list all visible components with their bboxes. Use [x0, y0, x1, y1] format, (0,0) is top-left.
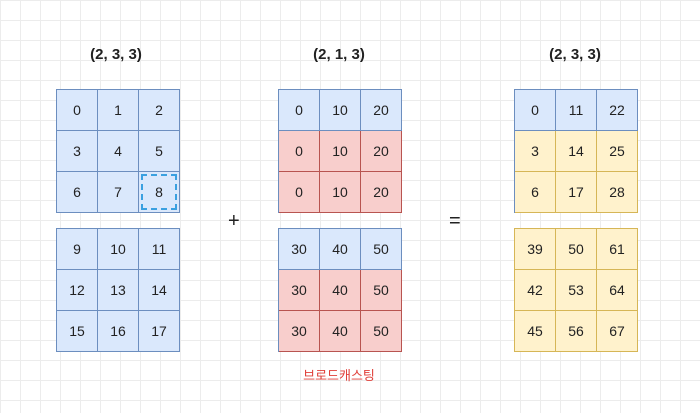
array-cell: 39 — [515, 229, 556, 270]
array-cell: 40 — [320, 229, 361, 270]
array-cell: 7 — [98, 172, 139, 213]
array-cell: 15 — [57, 311, 98, 352]
array-cell: 20 — [361, 90, 402, 131]
array-cell: 42 — [515, 270, 556, 311]
array-cell: 6 — [515, 172, 556, 213]
array-cell: 50 — [361, 229, 402, 270]
array-cell: 56 — [556, 311, 597, 352]
array-cell: 0 — [515, 90, 556, 131]
broadcast-label: 브로드캐스팅 — [303, 368, 375, 383]
array-cell: 16 — [98, 311, 139, 352]
array-cell: 12 — [57, 270, 98, 311]
array-cell: 9 — [57, 229, 98, 270]
array-cell: 30 — [279, 311, 320, 352]
array-cell: 6 — [57, 172, 98, 213]
array-cell: 53 — [556, 270, 597, 311]
array-cell: 0 — [279, 90, 320, 131]
array-cell: 30 — [279, 270, 320, 311]
array-cell: 0 — [57, 90, 98, 131]
selected-array-cell: 8 — [139, 172, 180, 213]
array-cell: 17 — [556, 172, 597, 213]
array-cell: 25 — [597, 131, 638, 172]
array-cell: 50 — [556, 229, 597, 270]
array-cell: 10 — [98, 229, 139, 270]
equals-operator: = — [449, 210, 461, 232]
array-cell: 5 — [139, 131, 180, 172]
array-cell: 14 — [556, 131, 597, 172]
array-cell: 45 — [515, 311, 556, 352]
array-cell: 20 — [361, 172, 402, 213]
array-cell: 67 — [597, 311, 638, 352]
array-cell: 17 — [139, 311, 180, 352]
array-cell: 64 — [597, 270, 638, 311]
array-cell: 13 — [98, 270, 139, 311]
array-cell: 10 — [320, 131, 361, 172]
array-cell: 2 — [139, 90, 180, 131]
array-cell: 30 — [279, 229, 320, 270]
array-cell: 50 — [361, 270, 402, 311]
array-cell: 10 — [320, 90, 361, 131]
array-cell: 1 — [98, 90, 139, 131]
array-cell: 50 — [361, 311, 402, 352]
array-cell: 40 — [320, 270, 361, 311]
left-shape-label: (2, 3, 3) — [90, 46, 142, 63]
array-cell: 11 — [556, 90, 597, 131]
array-cell: 14 — [139, 270, 180, 311]
array-cell: 22 — [597, 90, 638, 131]
array-cell: 10 — [320, 172, 361, 213]
array-cell: 11 — [139, 229, 180, 270]
middle-shape-label: (2, 1, 3) — [313, 46, 365, 63]
array-cell: 28 — [597, 172, 638, 213]
array-cell: 3 — [515, 131, 556, 172]
array-cell: 40 — [320, 311, 361, 352]
array-cell: 0 — [279, 172, 320, 213]
right-shape-label: (2, 3, 3) — [549, 46, 601, 63]
plus-operator: + — [228, 210, 240, 232]
array-cell: 4 — [98, 131, 139, 172]
array-cell: 20 — [361, 131, 402, 172]
array-cell: 3 — [57, 131, 98, 172]
array-cell: 61 — [597, 229, 638, 270]
array-cell: 0 — [279, 131, 320, 172]
